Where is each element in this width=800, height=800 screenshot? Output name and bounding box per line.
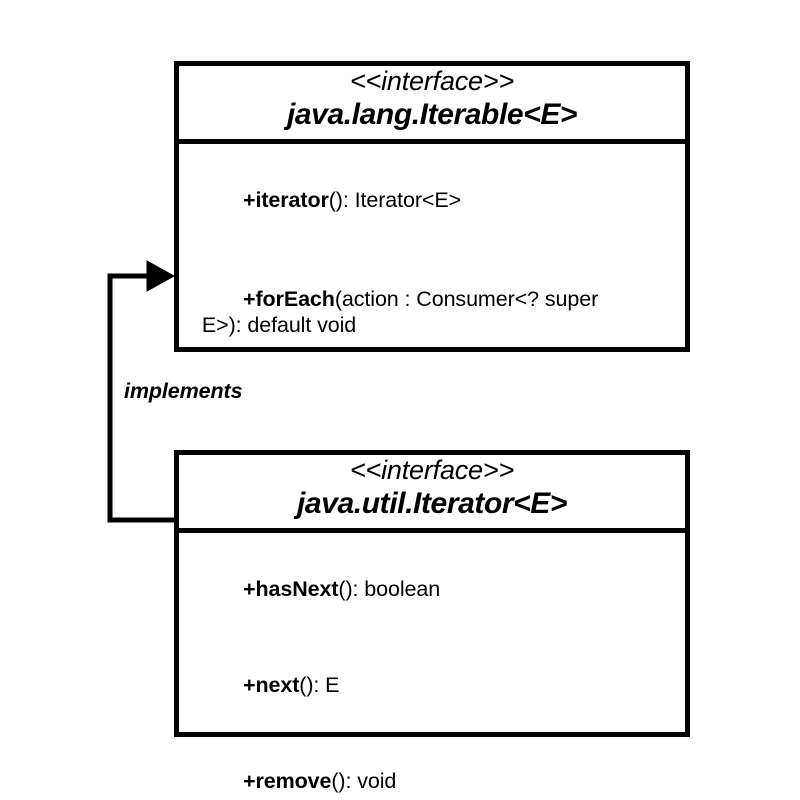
member-visibility: + [243, 576, 256, 601]
class-header-iterator: <<interface>> java.util.Iterator<E> [179, 455, 685, 533]
class-box-iterable[interactable]: <<interface>> java.lang.Iterable<E> +ite… [174, 61, 690, 352]
class-stereotype-iterable: <<interface>> [349, 66, 515, 96]
implements-relationship-label: implements [124, 379, 243, 403]
member-signature: (): void [331, 769, 397, 794]
member-visibility: + [243, 672, 256, 697]
member-row: +iterator(): Iterator<E> [196, 162, 685, 239]
member-row: +hasNext(): boolean [196, 551, 685, 628]
class-members-iterable: +iterator(): Iterator<E> +forEach(action… [179, 144, 685, 365]
member-signature: (): Iterator<E> [328, 187, 462, 212]
member-visibility: + [243, 187, 256, 212]
member-row: +remove(): void [196, 744, 685, 800]
member-name: forEach [255, 286, 335, 311]
member-row: +forEach(action : Consumer<? super E>): … [196, 261, 685, 364]
member-visibility: + [243, 769, 256, 794]
member-visibility: + [243, 286, 256, 311]
member-name: hasNext [255, 576, 339, 601]
member-row: +next(): E [196, 647, 685, 724]
class-members-iterator: +hasNext(): boolean +next(): E +remove()… [179, 533, 685, 800]
class-stereotype-iterator: <<interface>> [349, 455, 515, 485]
member-name: iterator [255, 187, 329, 212]
class-name-iterable: java.lang.Iterable<E> [286, 98, 578, 132]
member-signature: (action : Consumer<? super E>): default … [201, 286, 599, 337]
member-signature: (): boolean [338, 576, 441, 601]
implements-arrowhead-icon [146, 260, 176, 292]
member-signature: (): E [299, 672, 340, 697]
class-box-iterator[interactable]: <<interface>> java.util.Iterator<E> +has… [174, 450, 690, 793]
member-name: next [255, 672, 300, 697]
class-name-iterator: java.util.Iterator<E> [296, 487, 568, 521]
member-name: remove [255, 769, 332, 794]
class-header-iterable: <<interface>> java.lang.Iterable<E> [179, 66, 685, 144]
